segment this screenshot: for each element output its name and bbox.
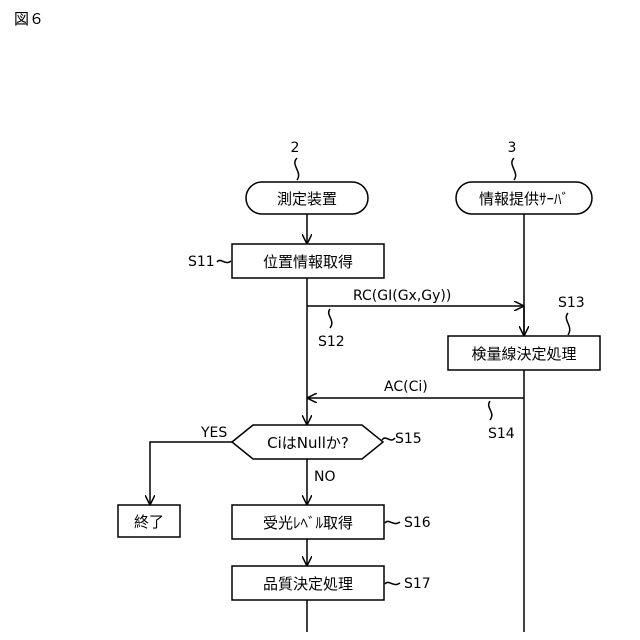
decision-s15-leader: [382, 438, 395, 440]
message-s12-label: RC(GI(Gx,Gy)): [353, 288, 451, 304]
step-s16-text: 受光ﾚﾍﾞﾙ取得: [263, 514, 353, 532]
step-s16-leader: [385, 521, 400, 523]
step-s16-id: S16: [404, 515, 431, 531]
lane-right-ref-leader: [512, 158, 516, 180]
message-s14-id: S14: [488, 426, 515, 442]
lane-right-title: 情報提供ｻｰﾊﾞ: [479, 190, 569, 208]
lane-left-title: 測定装置: [277, 190, 337, 208]
step-s17-leader: [385, 582, 400, 584]
step-s17-id: S17: [404, 576, 431, 592]
decision-s15-id: S15: [395, 431, 422, 447]
step-s13-leader: [566, 313, 569, 335]
lane-right-ref: 3: [508, 140, 517, 156]
decision-s15-text: CiはNullか?: [267, 434, 349, 452]
step-s17-text: 品質決定処理: [263, 575, 353, 593]
yes-branch-arrow: [150, 442, 232, 504]
message-s12-id: S12: [318, 334, 345, 350]
message-s14-label: AC(Ci): [384, 379, 428, 395]
step-s11-text: 位置情報取得: [263, 253, 353, 271]
lane-left-ref-leader: [295, 158, 299, 180]
decision-s15-no: NO: [314, 469, 336, 485]
message-s14-leader: [489, 401, 492, 420]
decision-s15-yes: YES: [200, 425, 227, 441]
step-s13-id: S13: [558, 295, 585, 311]
message-s12-leader: [329, 309, 332, 328]
step-s11-id: S11: [188, 254, 215, 270]
lane-left-ref: 2: [291, 140, 300, 156]
step-s13-text: 検量線決定処理: [471, 345, 576, 363]
end-text: 終了: [134, 513, 164, 531]
step-s11-leader: [217, 260, 231, 262]
